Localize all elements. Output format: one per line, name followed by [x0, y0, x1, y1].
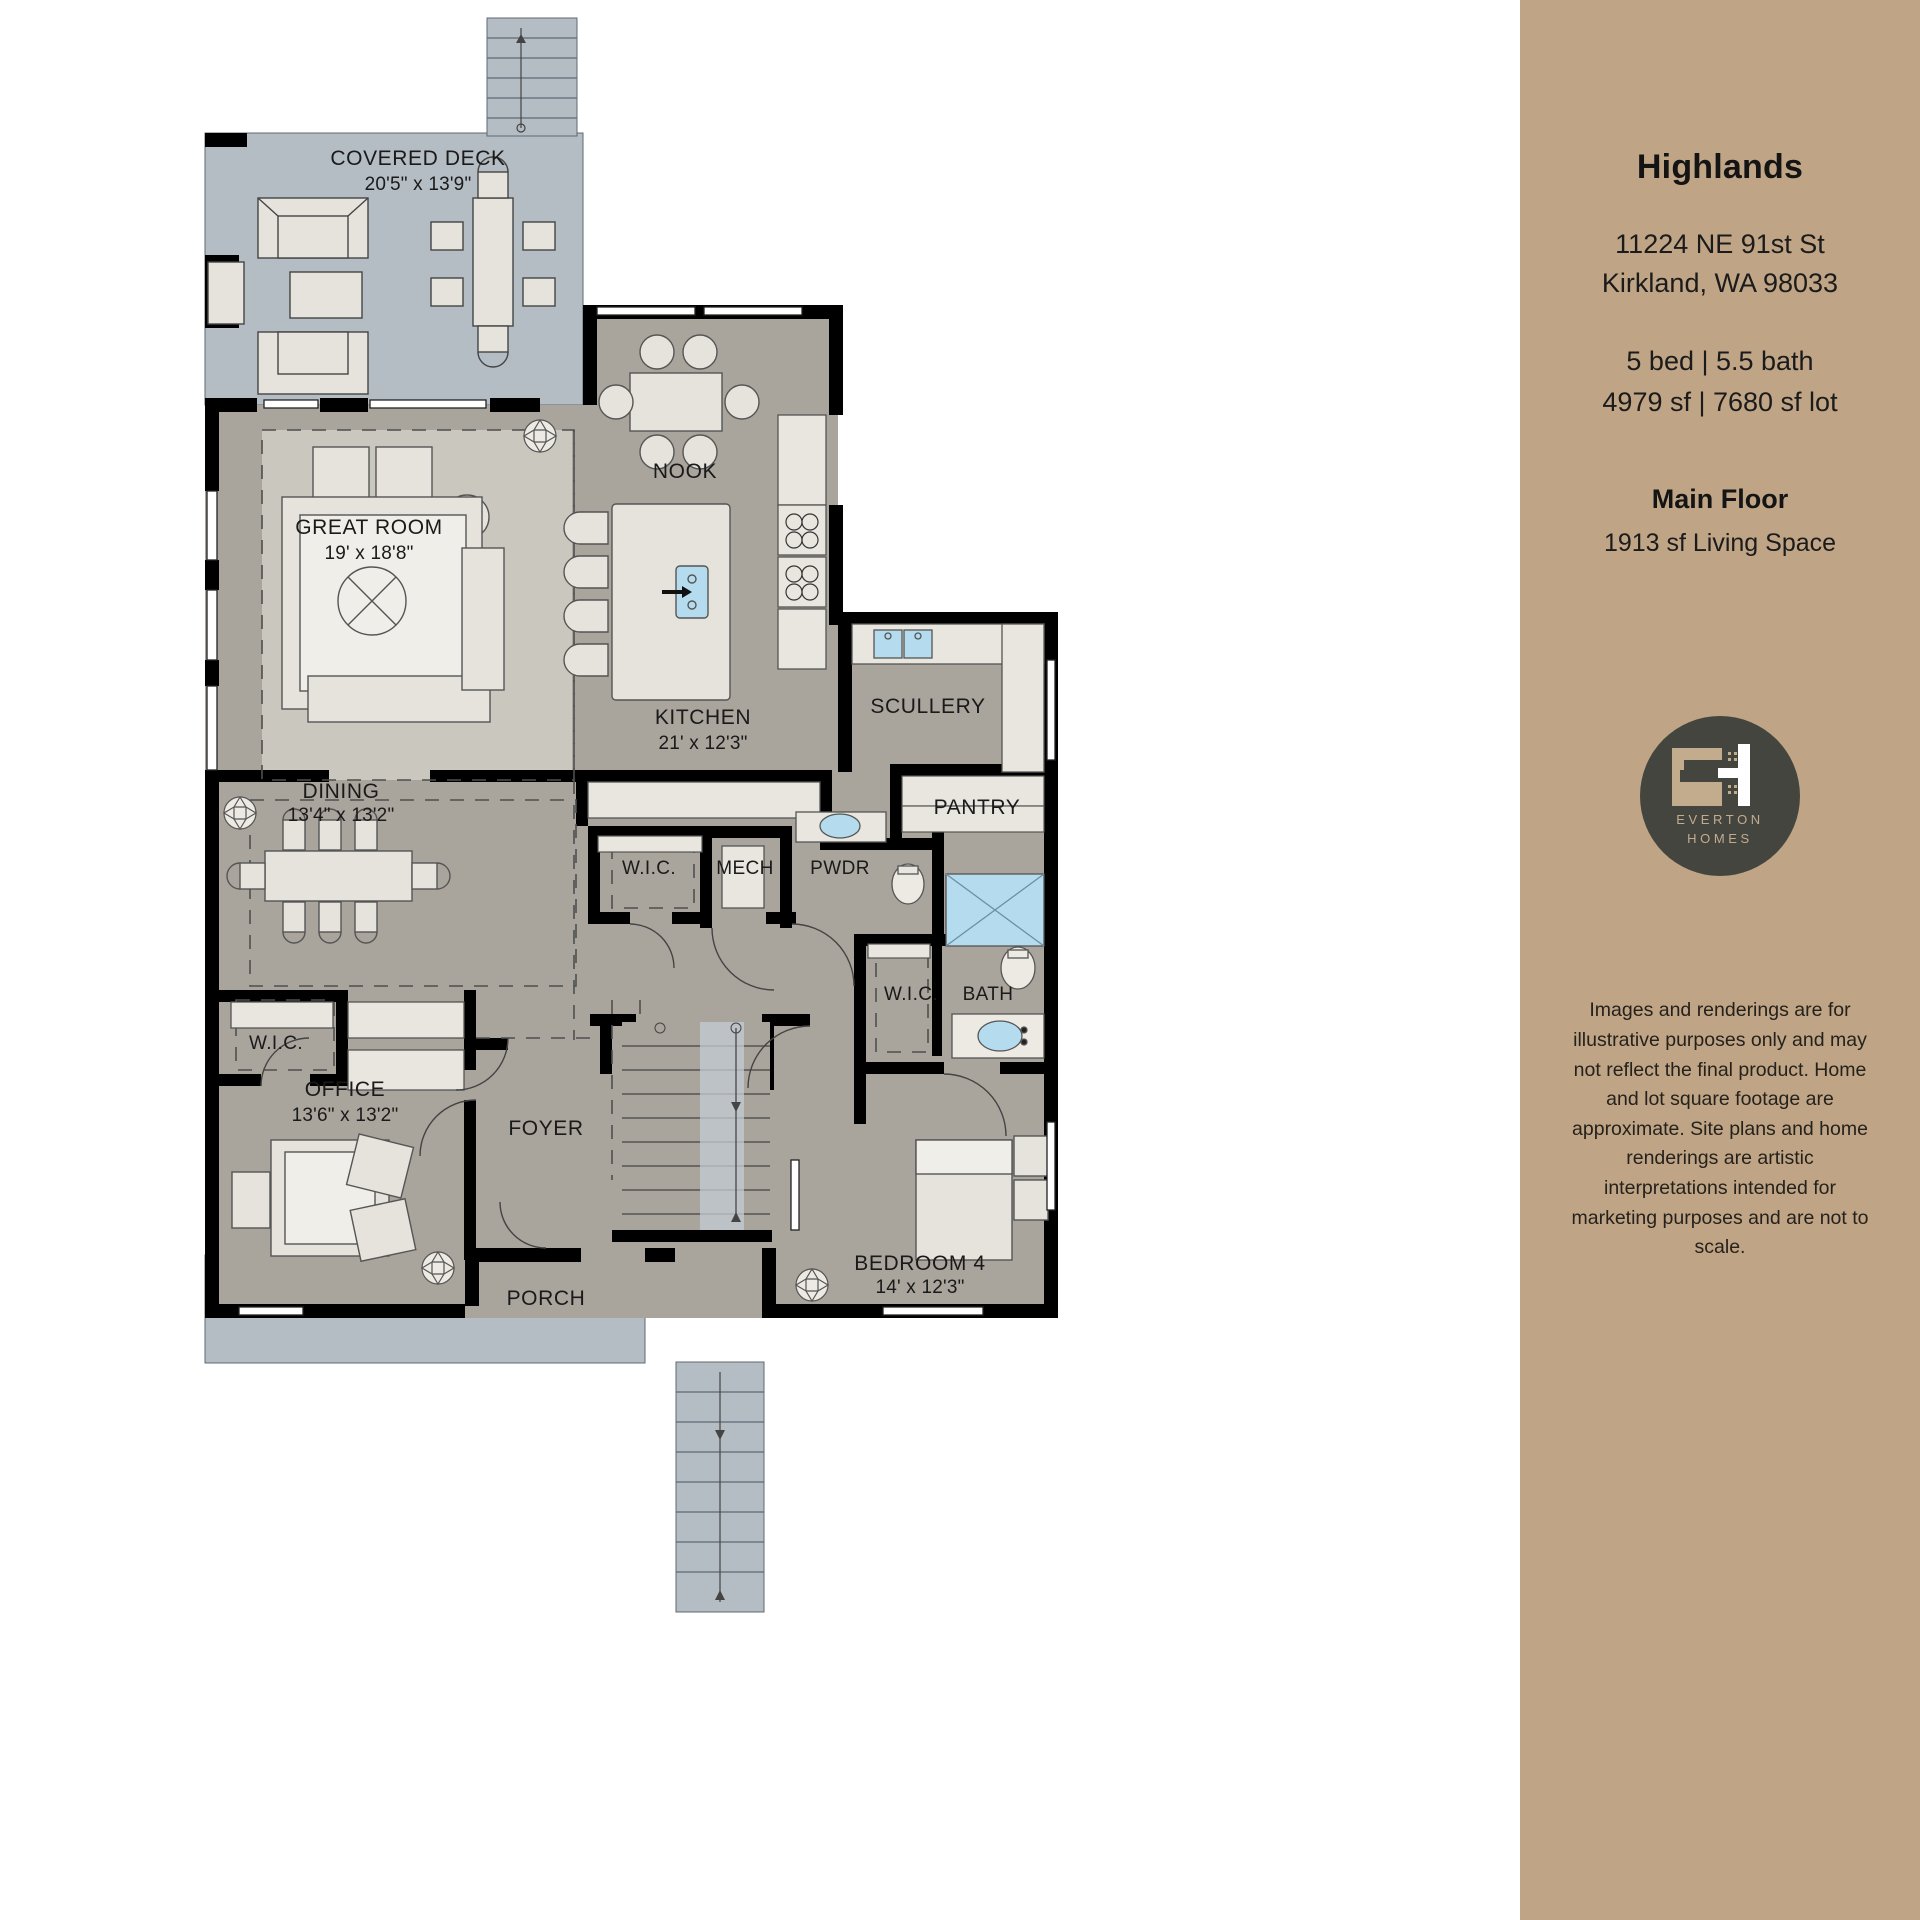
logo-circle: EVERTON HOMES [1640, 716, 1800, 877]
home-stats-block: 5 bed | 5.5 bath 4979 sf | 7680 sf lot [1602, 341, 1837, 422]
beds-baths: 5 bed | 5.5 bath [1626, 346, 1814, 377]
mech-equipment [721, 845, 765, 909]
dim-bedroom-4: 14' x 12'3" [875, 1277, 964, 1298]
dim-covered-deck: 20'5" x 13'9" [365, 174, 472, 195]
floorplan-drawing: COVERED DECK 20'5" x 13'9" GREAT ROOM 19… [204, 17, 1058, 1613]
main-stairs [622, 1022, 770, 1230]
dim-great-room: 19' x 18'8" [324, 543, 413, 564]
address-line-2: Kirkland, WA 98033 [1601, 268, 1839, 299]
logo-word-everton: EVERTON [1676, 812, 1764, 828]
pantry-shelves [901, 775, 1045, 833]
bedroom4-furniture [915, 1135, 1049, 1261]
bath-fixtures [951, 946, 1045, 1059]
plant-icon-dining [222, 795, 258, 831]
windows [238, 306, 1056, 1316]
scullery-fixtures [851, 623, 1045, 773]
label-covered-deck: COVERED DECK [330, 147, 505, 170]
info-sidebar: Highlands 11224 NE 91st St Kirkland, WA … [1520, 0, 1920, 1920]
cooktop-icon [785, 513, 819, 601]
dim-kitchen: 21' x 12'3" [658, 733, 747, 754]
living-space-label: 1913 sf Living Space [1603, 529, 1837, 558]
deck-furniture [207, 156, 556, 395]
label-bath: BATH [963, 984, 1014, 1005]
floor-label: Main Floor [1651, 484, 1789, 515]
label-wic-office: W.I.C. [249, 1033, 303, 1054]
office-furniture [231, 1133, 417, 1263]
label-nook: NOOK [653, 460, 717, 483]
office-closet-shelf [230, 1001, 465, 1091]
plant-icon-entry [794, 1267, 830, 1303]
label-pantry: PANTRY [934, 796, 1021, 819]
powder-room-fixtures [795, 811, 925, 905]
label-kitchen: KITCHEN [655, 706, 751, 729]
eh-monogram-icon [1672, 744, 1750, 807]
shower-stall [945, 873, 1045, 947]
kitchen-island [611, 503, 731, 701]
logo-word-homes: HOMES [1687, 831, 1753, 847]
label-mech: MECH [716, 858, 774, 879]
label-dining: DINING [302, 780, 379, 803]
kitchen-counters [587, 414, 827, 819]
nook-furniture [598, 334, 760, 470]
bath-wic-shelf [867, 943, 931, 959]
label-bedroom-4: BEDROOM 4 [854, 1252, 985, 1275]
brand-logo: EVERTON HOMES [1640, 716, 1800, 877]
room-labels: COVERED DECK 20'5" x 13'9" GREAT ROOM 19… [249, 147, 1020, 1310]
label-office: OFFICE [305, 1078, 386, 1101]
label-wic-hall: W.I.C. [622, 858, 676, 879]
dim-dining: 13'4" x 13'2" [288, 805, 395, 826]
hall-wic-shelf [597, 835, 703, 853]
great-room-furniture [281, 446, 505, 723]
deck-stair-treads [487, 28, 577, 133]
label-scullery: SCULLERY [870, 695, 985, 718]
label-foyer: FOYER [508, 1117, 583, 1140]
page-title: Highlands [1636, 148, 1804, 186]
label-pwdr: PWDR [810, 858, 870, 879]
plant-icon-greatroom [522, 418, 558, 454]
address-block: 11224 NE 91st St Kirkland, WA 98033 [1602, 225, 1838, 303]
address-line-1: 11224 NE 91st St [1615, 229, 1825, 259]
label-great-room: GREAT ROOM [295, 516, 443, 539]
front-stair-treads [676, 1372, 764, 1602]
label-porch: PORCH [507, 1287, 586, 1310]
door-swings [260, 923, 1007, 1249]
dining-furniture [226, 808, 451, 944]
dim-office: 13'6" x 13'2" [292, 1105, 399, 1126]
sqft-lot: 4979 sf | 7680 sf lot [1602, 386, 1838, 417]
label-wic-bath: W.I.C. [884, 984, 938, 1005]
kitchen-stools [563, 511, 609, 677]
disclaimer-text: Images and renderings are for illustrati… [1571, 999, 1869, 1259]
plant-icon-office [420, 1250, 456, 1286]
